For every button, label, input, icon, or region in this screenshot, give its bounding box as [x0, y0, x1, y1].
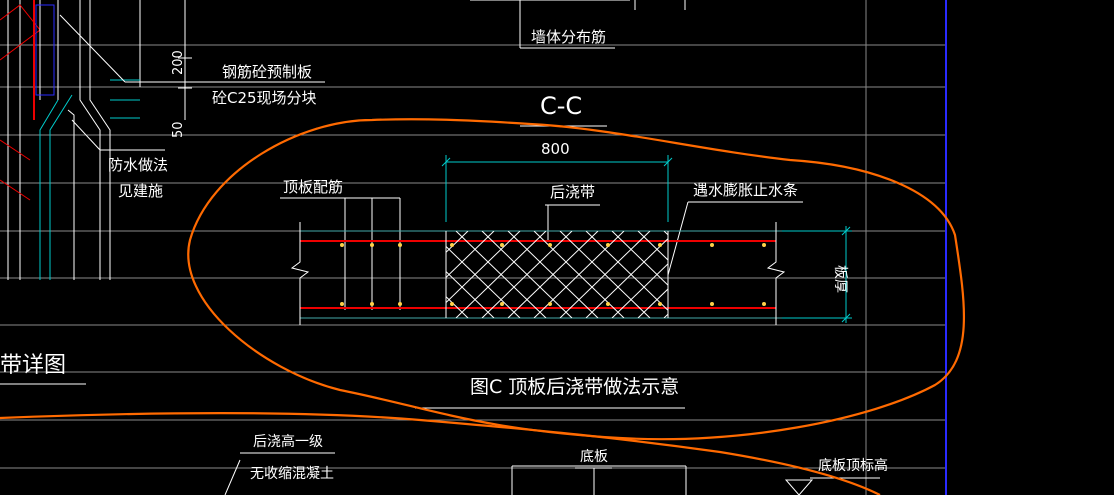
hatch-line: [637, 288, 668, 318]
dim-50-label: 50: [171, 121, 186, 138]
label-bottom-slab-top-elevation: 底板顶标高: [818, 457, 888, 474]
label-slab-reinforcement: 顶板配筋: [283, 178, 343, 196]
rebar-dot: [606, 302, 610, 306]
hatch-line: [446, 231, 521, 304]
elevation-marker: [784, 479, 814, 495]
hatch-line: [637, 231, 668, 261]
rebar-dot: [762, 243, 766, 247]
hatch-line: [716, 231, 806, 318]
label-post-pour-higher-grade: 后浇高一级: [253, 433, 323, 450]
hatch-line: [352, 231, 442, 318]
label-post-pour-strip: 后浇带: [550, 183, 595, 201]
hatch-line: [559, 231, 651, 318]
background-grid: [0, 44, 946, 469]
section-title: C-C: [540, 92, 582, 120]
label-bottom-slab: 底板: [580, 449, 608, 465]
hatch-line: [352, 231, 442, 318]
rebar-dot: [710, 243, 714, 247]
left-detail-title: 带详图: [0, 353, 66, 378]
rebar-dot: [548, 243, 552, 247]
hatch-line: [690, 231, 780, 318]
slab-section: [290, 222, 832, 325]
rebar-dot: [548, 302, 552, 306]
rebar-dot: [658, 302, 662, 306]
hatch-line: [455, 231, 547, 318]
hatch-line: [663, 313, 668, 318]
bottom-slab-detail: [511, 465, 687, 495]
dimension-thickness: [782, 226, 852, 323]
rebar-dot: [500, 302, 504, 306]
rebar-dot: [450, 243, 454, 247]
label-precast-slab: 钢筋砼预制板: [222, 63, 312, 81]
hatch-line: [716, 231, 806, 318]
dim-800-label: 800: [541, 140, 570, 158]
hatch-line: [481, 231, 573, 318]
hatch-line: [742, 231, 832, 318]
markup-ellipse: [187, 118, 966, 441]
markup-underline-stroke: [0, 411, 881, 495]
rebar-dot: [398, 243, 402, 247]
rebar-dot: [450, 302, 454, 306]
label-water-stop-strip: 遇水膨胀止水条: [693, 181, 798, 199]
hatch-line: [742, 231, 832, 318]
label-wall-distribution: 墙体分布筋: [531, 28, 606, 46]
rebar-dot: [340, 243, 344, 247]
dimension-800: [441, 155, 673, 222]
rebar-dot: [606, 243, 610, 247]
dim-200-label: 200: [171, 50, 186, 75]
label-slab-thickness: 板厚: [832, 265, 848, 293]
rebar-dot: [710, 302, 714, 306]
hatch-line: [446, 231, 495, 279]
label-waterproof: 防水做法: [108, 156, 168, 174]
rebar-dot: [500, 243, 504, 247]
rebar-dot: [340, 302, 344, 306]
rebar-dot: [398, 302, 402, 306]
hatch-line: [611, 263, 668, 318]
rebar-dot: [370, 302, 374, 306]
label-nonshrink-concrete: 无收缩混凝土: [250, 466, 334, 482]
label-see-architectural: 见建施: [118, 182, 163, 200]
label-precast-concrete: 砼C25现场分块: [212, 89, 317, 107]
rebar-dot: [370, 243, 374, 247]
hatch-line: [690, 231, 780, 318]
hatch-line: [507, 231, 599, 318]
figure-caption: 图C 顶板后浇带做法示意: [470, 376, 679, 398]
top-wall-lines: [470, 0, 686, 49]
wall-detail-top-left: [0, 0, 325, 280]
rebar-dot: [658, 243, 662, 247]
hatch-line: [663, 231, 668, 236]
rebar-dot: [762, 302, 766, 306]
